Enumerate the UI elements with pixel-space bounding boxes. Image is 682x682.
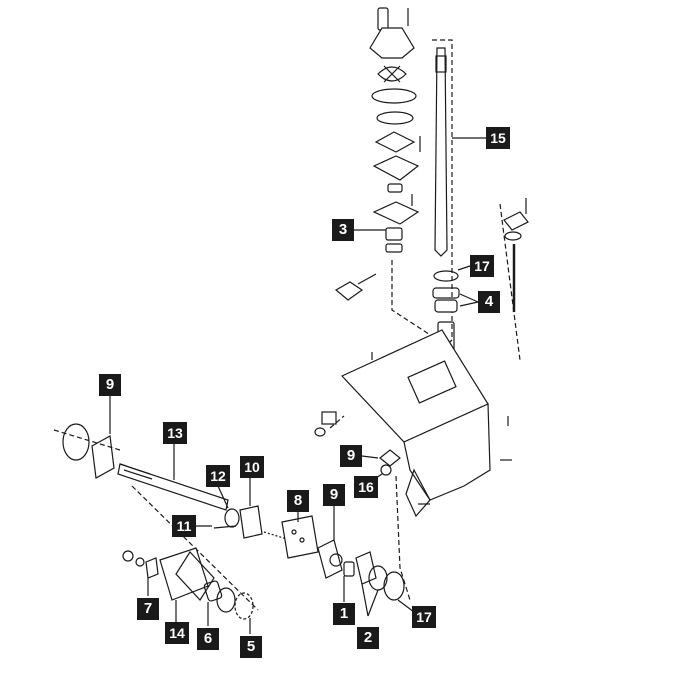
- part-label-17-top: 17: [470, 255, 494, 277]
- part-label-4: 4: [478, 291, 500, 313]
- pump-leader-line: [391, 260, 445, 345]
- carrier-ring-5: [234, 592, 254, 620]
- reverse-bearing-2: [355, 551, 377, 585]
- part-label-14: 14: [165, 622, 189, 644]
- part-label-16: 16: [354, 476, 378, 498]
- pinion-gear: [379, 449, 401, 467]
- drive-shaft-top-spline: [435, 55, 447, 73]
- pump-top-bolt: [377, 7, 389, 31]
- pinion-dashed-guide: [395, 475, 411, 601]
- propeller-shaft-body: [117, 463, 229, 511]
- part-label-7: 7: [137, 598, 159, 620]
- bearing-carrier-assembly: [122, 547, 254, 620]
- reverse-leader-2: [361, 583, 379, 617]
- part-label-13: 13: [163, 422, 187, 444]
- oring-large-left: [62, 423, 90, 461]
- gear-housing-clip: [321, 411, 337, 425]
- bearing-cup-upper: [432, 287, 460, 299]
- water-pump-stack: [369, 7, 445, 345]
- drive-shaft-dashed-guide: [429, 39, 453, 361]
- shift-rod-clip: [503, 211, 529, 231]
- decal-card-shape: [281, 515, 319, 559]
- bearing-carrier-body: [159, 547, 209, 601]
- part-label-12: 12: [206, 465, 230, 487]
- pinion-assembly: [379, 449, 411, 601]
- pump-impeller: [377, 65, 407, 83]
- carrier-washer-2: [135, 557, 145, 567]
- anode-assembly: [334, 273, 377, 301]
- anode-block: [334, 281, 364, 301]
- pump-base: [372, 155, 420, 181]
- leader-9-right: [361, 455, 379, 459]
- gear-housing-skeg: [405, 468, 431, 518]
- shaft-dashed-guide-left: [53, 429, 259, 611]
- part-label-17-bottom: 17: [412, 606, 436, 628]
- bearing-leader-4: [459, 293, 479, 307]
- bearing-carrier-flange: [175, 551, 215, 601]
- pump-plate-upper: [371, 88, 417, 104]
- carrier-bushing-7: [145, 557, 159, 579]
- pump-seal: [387, 183, 403, 193]
- decal-dot-2: [299, 537, 305, 543]
- leader-17-bottom: [397, 599, 415, 613]
- gear-housing-cavity: [407, 360, 457, 404]
- gear-housing-leader: [329, 415, 345, 429]
- reverse-ring-17: [383, 571, 405, 601]
- decal-card: [281, 515, 319, 559]
- pump-lower-bearing: [385, 227, 403, 241]
- pump-plate-lower: [374, 131, 416, 153]
- cross-pin-11: [213, 525, 237, 529]
- shift-rod-dashed-guide: [499, 203, 521, 361]
- part-label-10: 10: [240, 456, 264, 478]
- clutch-dog-10: [239, 505, 263, 539]
- gear-housing-nut: [314, 427, 326, 437]
- part-label-3: 3: [332, 219, 354, 241]
- leader-17-top: [457, 265, 471, 271]
- part-label-6: 6: [197, 628, 219, 650]
- part-label-9-left: 9: [99, 374, 121, 396]
- leader-12: [217, 485, 229, 509]
- reverse-gear-hub: [329, 553, 343, 567]
- pump-housing: [369, 27, 415, 59]
- part-label-11: 11: [172, 515, 196, 537]
- carrier-oring: [216, 587, 236, 613]
- spring-pin: [263, 531, 291, 541]
- shift-rod: [499, 198, 529, 361]
- part-label-9-mid: 9: [323, 484, 345, 506]
- reverse-spacer-1: [343, 561, 355, 577]
- shift-rod-seal: [504, 231, 522, 241]
- pump-mount-plate: [372, 201, 420, 225]
- propeller-shaft-spline: [119, 463, 153, 480]
- gear-housing: [314, 329, 512, 518]
- bearing-cup-lower: [434, 299, 458, 313]
- bearing-ring-17: [433, 270, 459, 282]
- propeller-shaft-assembly: [53, 423, 291, 611]
- part-label-15: 15: [486, 127, 510, 149]
- part-label-5: 5: [240, 636, 262, 658]
- part-label-8: 8: [287, 490, 309, 512]
- reverse-gear-assembly: [317, 539, 405, 617]
- pump-gasket-upper: [376, 111, 414, 125]
- gear-housing-body: [403, 403, 491, 501]
- drive-shaft-body: [434, 47, 448, 257]
- pump-lower-bushing: [385, 243, 403, 253]
- carrier-bearing-6: [203, 580, 223, 602]
- drive-shaft: [429, 39, 486, 361]
- anode-bolt: [357, 273, 377, 285]
- part-label-2: 2: [357, 627, 379, 649]
- pinion-nut: [380, 464, 392, 476]
- part-label-1: 1: [333, 603, 355, 625]
- shaft-clip-12: [224, 508, 240, 528]
- part-label-9-right: 9: [340, 445, 362, 467]
- decal-dot-1: [291, 529, 297, 535]
- carrier-washer: [122, 550, 134, 562]
- label-leaders: [109, 229, 471, 634]
